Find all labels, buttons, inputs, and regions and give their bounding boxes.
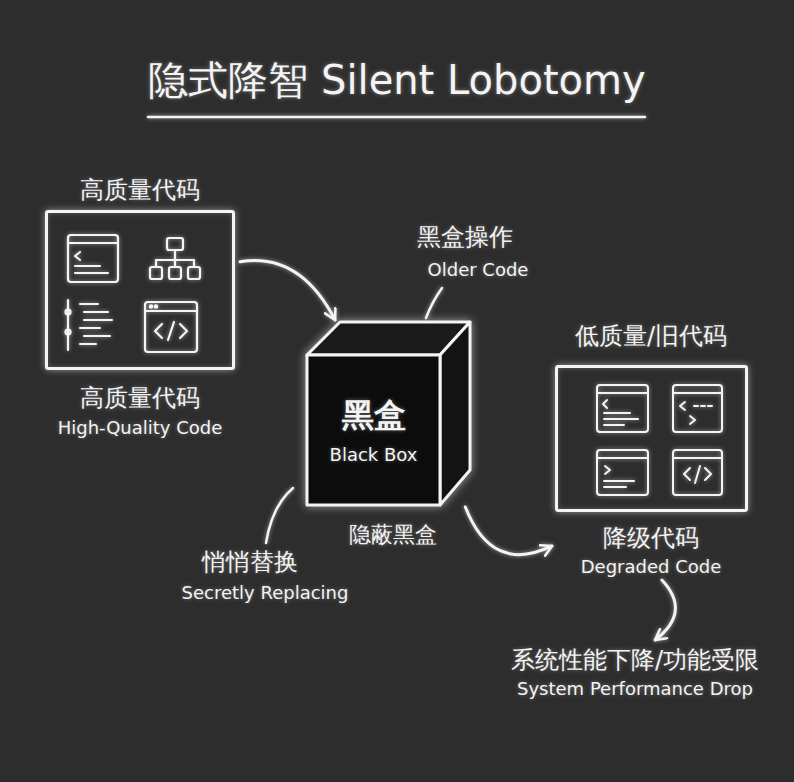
code-list-icon bbox=[67, 300, 69, 350]
node-text: Black Box bbox=[307, 444, 440, 466]
tag-window-icon bbox=[145, 302, 197, 352]
degraded-window-icon bbox=[597, 457, 648, 459]
degraded-window-icon bbox=[673, 392, 722, 394]
tag-window-icon bbox=[168, 322, 174, 340]
degraded-window-icon bbox=[673, 457, 722, 459]
degraded-window-icon bbox=[684, 468, 690, 480]
code-window-icon bbox=[75, 272, 108, 274]
node-text: 高质量代码 bbox=[40, 384, 240, 413]
annotation-label: Older Code bbox=[328, 259, 628, 281]
black-box-cube: 黑盒 Black Box bbox=[305, 320, 472, 507]
hierarchy-icon bbox=[174, 250, 176, 260]
degraded-window-icon bbox=[673, 450, 722, 495]
node-text: System Performance Drop bbox=[485, 678, 785, 700]
code-list-icon bbox=[66, 300, 113, 350]
hierarchy-icon bbox=[150, 267, 162, 279]
tag-window-icon bbox=[155, 324, 162, 338]
degraded-window-icon bbox=[604, 480, 634, 482]
cube-front-face bbox=[307, 355, 440, 505]
degraded-window-icon bbox=[604, 412, 630, 414]
tag-window-icon bbox=[155, 305, 157, 307]
degraded-window-icon bbox=[690, 416, 695, 424]
tag-window-icon bbox=[150, 305, 152, 307]
degraded-window-icon bbox=[694, 405, 715, 407]
degraded-window-icon bbox=[604, 418, 638, 420]
degraded-window-icon bbox=[604, 424, 624, 426]
code-list-icon bbox=[80, 343, 96, 345]
node-text: 降级代码 bbox=[552, 524, 750, 553]
code-list-icon bbox=[80, 327, 100, 329]
hierarchy-icon bbox=[155, 260, 157, 267]
hierarchy-icon bbox=[174, 260, 176, 267]
hierarchy-icon bbox=[167, 238, 183, 250]
cube-side-face bbox=[440, 322, 470, 505]
degraded-window-icon bbox=[597, 392, 648, 394]
tag-window-icon bbox=[145, 310, 197, 312]
code-window-icon bbox=[75, 252, 80, 260]
code-list-icon bbox=[84, 335, 110, 337]
node-text: High-Quality Code bbox=[40, 417, 240, 439]
degraded-window-icon bbox=[597, 385, 648, 432]
degraded-window-icon bbox=[695, 466, 700, 483]
code-panel: 高质量代码高质量代码High-Quality Code bbox=[40, 170, 240, 440]
flow-arrow bbox=[655, 580, 675, 640]
degraded-window-icon bbox=[673, 385, 722, 432]
annotation-label: 黑盒操作 bbox=[315, 223, 615, 252]
panel-frame bbox=[555, 365, 748, 512]
code-list-icon bbox=[84, 319, 112, 321]
annotation-label: Secretly Replacing bbox=[115, 582, 415, 604]
hierarchy-icon bbox=[169, 267, 181, 279]
degraded-window-icon bbox=[705, 468, 711, 480]
panel-frame bbox=[45, 210, 235, 370]
tag-window-icon bbox=[145, 302, 197, 352]
hierarchy-icon bbox=[193, 260, 195, 267]
node-heading: 低质量/旧代码 bbox=[552, 322, 750, 351]
code-window-icon bbox=[75, 265, 100, 267]
result-node: 系统性能下降/功能受限 System Performance Drop bbox=[485, 640, 785, 710]
flow-arrow bbox=[465, 507, 552, 555]
code-list-icon bbox=[84, 311, 108, 313]
flow-arrow bbox=[240, 261, 335, 320]
degraded-window-icon bbox=[605, 466, 610, 474]
hierarchy-icon bbox=[188, 267, 200, 279]
hierarchy-icon bbox=[150, 238, 200, 279]
title-underline bbox=[148, 116, 645, 119]
code-panel: 低质量/旧代码降级代码 Degraded Code bbox=[552, 318, 750, 580]
leader-line bbox=[426, 288, 442, 318]
degraded-window-icon bbox=[597, 450, 648, 495]
degraded-window-icon bbox=[680, 402, 685, 410]
node-heading: 系统性能下降/功能受限 bbox=[485, 646, 785, 675]
diagram-title: 隐式降智 Silent Lobotomy bbox=[0, 56, 794, 104]
node-heading: 黑盒 bbox=[307, 396, 440, 434]
tag-window-icon bbox=[180, 324, 187, 338]
annotation-label: 悄悄替换 bbox=[100, 548, 400, 577]
code-list-icon bbox=[66, 330, 71, 335]
degraded-window-icon bbox=[604, 486, 626, 488]
code-list-icon bbox=[66, 310, 71, 315]
degraded-window-icon bbox=[673, 385, 722, 432]
degraded-window-icon bbox=[603, 400, 607, 408]
code-window-icon bbox=[68, 235, 118, 282]
code-window-icon bbox=[68, 235, 118, 282]
node-heading: 高质量代码 bbox=[40, 176, 240, 205]
degraded-window-icon bbox=[673, 450, 722, 495]
node-text: Degraded Code bbox=[552, 556, 750, 578]
code-window-icon bbox=[68, 242, 118, 244]
code-list-icon bbox=[80, 303, 98, 305]
annotation-label: 隐蔽黑盒 bbox=[243, 522, 543, 548]
leader-line bbox=[266, 488, 293, 543]
degraded-window-icon bbox=[597, 450, 648, 495]
hierarchy-icon bbox=[156, 259, 194, 261]
degraded-window-icon bbox=[597, 385, 648, 432]
